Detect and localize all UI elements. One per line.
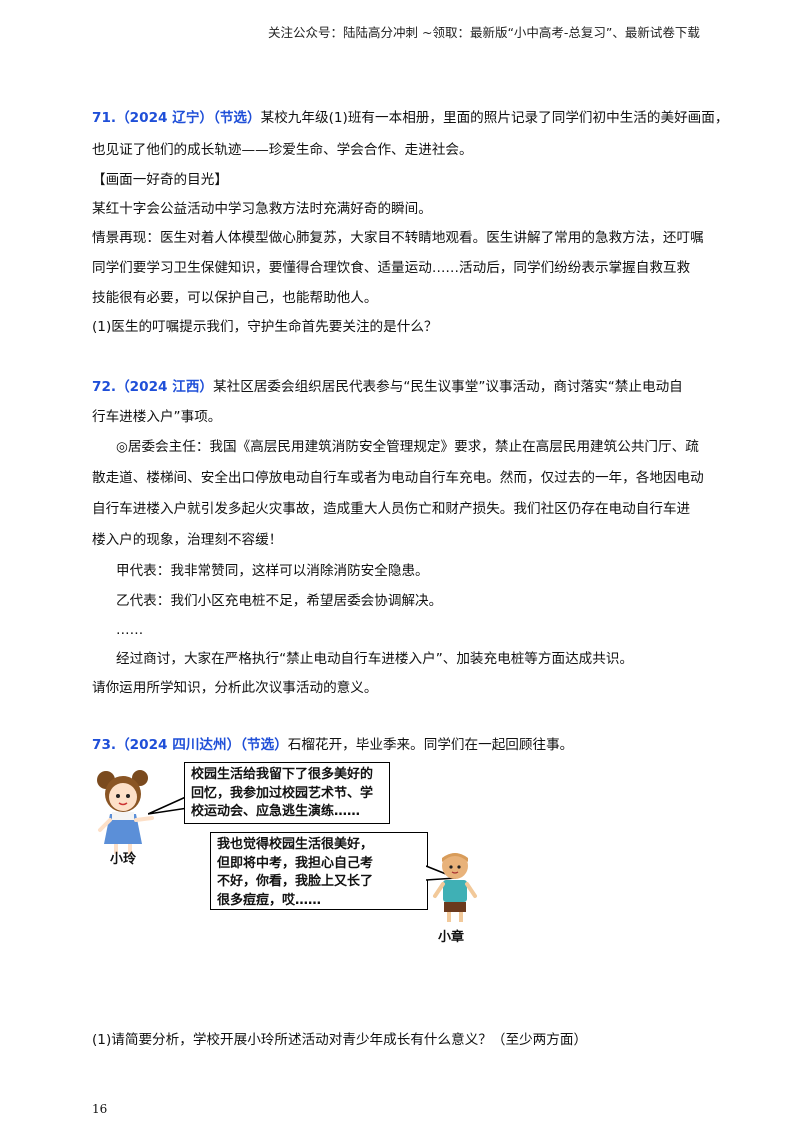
boy-figure-icon [433, 853, 477, 922]
speech-bubble-xiaoling: 校园生活给我留下了很多美好的 回忆，我参加过校园艺术节、学 校运动会、应急逃生演… [184, 762, 390, 824]
char-label-xiaozhang: 小章 [438, 930, 465, 945]
speech-tail-icon [148, 795, 188, 815]
q73-line1: 73.（2024 四川达州）（节选）石榴花开，毕业季来。同学们在一起回顾往事。 [92, 737, 574, 753]
page-number: 16 [92, 1102, 108, 1116]
q71-line2: 也见证了他们的成长轨迹——珍爱生命、学会合作、走进社会。 [92, 142, 473, 158]
q73-question: (1)请简要分析，学校开展小玲所述活动对青少年成长有什么意义？（至少两方面） [92, 1032, 588, 1048]
q72-number: 72.（2024 江西） [92, 379, 214, 395]
q72-line2: 行车进楼入户”事项。 [92, 409, 222, 425]
q71-line1: 71.（2024 辽宁）（节选）某校九年级(1)班有一本相册，里面的照片记录了同… [92, 110, 729, 126]
q73-number: 73.（2024 四川达州）（节选） [92, 737, 288, 753]
q72-line7: 甲代表：我非常赞同，这样可以消除消防安全隐患。 [116, 563, 429, 579]
q72-line5: 自行车进楼入户就引发多起火灾事故，造成重大人员伤亡和财产损失。我们社区仍存在电动… [92, 501, 691, 517]
q72-question: 请你运用所学知识，分析此次议事活动的意义。 [92, 680, 378, 696]
q72-line9: …… [116, 622, 144, 638]
q71-line4: 某红十字会公益活动中学习急救方法时充满好奇的瞬间。 [92, 201, 432, 217]
q71-question: (1)医生的叮嘱提示我们，守护生命首先要关注的是什么？ [92, 319, 438, 335]
char-label-xiaoling: 小玲 [110, 852, 137, 867]
q71-line7: 技能很有必要，可以保护自己，也能帮助他人。 [92, 290, 378, 306]
speech-bubble-xiaozhang: 我也觉得校园生活很美好， 但即将中考，我担心自己考 不好，你看，我脸上又长了 很… [210, 832, 428, 910]
q71-number: 71.（2024 辽宁）（节选） [92, 110, 261, 126]
q72-line6: 楼入户的现象，治理刻不容缓！ [92, 532, 283, 548]
q72-line3: ◎居委会主任：我国《高层民用建筑消防安全管理规定》要求，禁止在高层民用建筑公共门… [116, 439, 699, 455]
q71-line3: 【画面一好奇的目光】 [92, 172, 228, 188]
q72-line8: 乙代表：我们小区充电桩不足，希望居委会协调解决。 [116, 593, 443, 609]
dialogue-illustration: 小玲 校园生活给我留下了很多美好的 回忆，我参加过校园艺术节、学 校运动会、应急… [92, 762, 488, 945]
girl-figure-icon [97, 770, 154, 854]
page-header: 关注公众号：陆陆高分冲刺 ~领取：最新版“小中高考-总复习”、最新试卷下载 [268, 25, 700, 40]
q71-line6: 同学们要学习卫生保健知识，要懂得合理饮食、适量运动……活动后，同学们纷纷表示掌握… [92, 260, 691, 276]
q71-line5: 情景再现：医生对着人体模型做心肺复苏，大家目不转睛地观看。医生讲解了常用的急救方… [92, 230, 704, 246]
q72-line1: 72.（2024 江西）某社区居委会组织居民代表参与“民生议事堂”议事活动，商讨… [92, 379, 683, 395]
q72-line10: 经过商讨，大家在严格执行“禁止电动自行车进楼入户”、加装充电桩等方面达成共识。 [116, 651, 634, 667]
q72-line4: 散走道、楼梯间、安全出口停放电动自行车或者为电动自行车充电。然而，仅过去的一年，… [92, 470, 704, 486]
